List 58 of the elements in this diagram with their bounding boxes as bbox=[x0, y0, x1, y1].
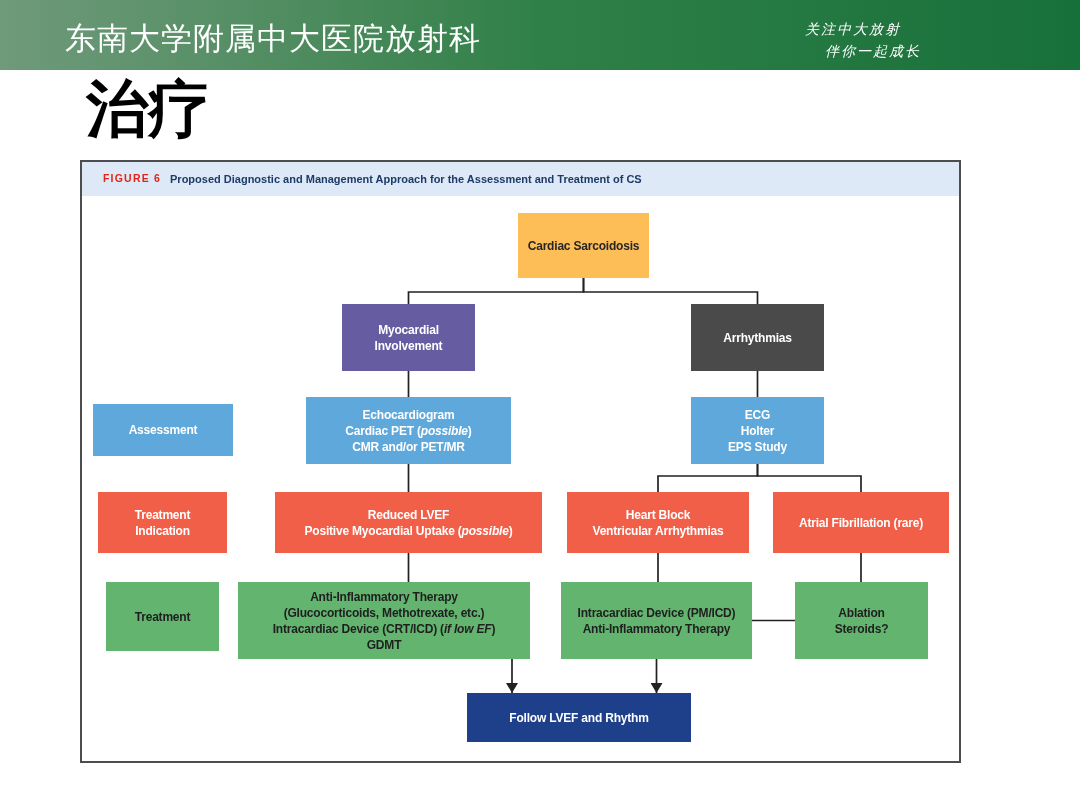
node-text: EPS Study bbox=[728, 438, 787, 455]
node-text: Ventricular Arrhythmias bbox=[592, 522, 724, 539]
node-text: (Glucocorticoids, Methotrexate, etc.) bbox=[283, 604, 485, 621]
connector-line bbox=[860, 552, 862, 583]
node-text: Reduced LVEF bbox=[367, 506, 450, 523]
slogan-text: 关注中大放射 bbox=[805, 22, 901, 36]
node-text: Assessment bbox=[128, 422, 198, 438]
node-text: Anti-Inflammatory Therapy bbox=[582, 620, 731, 637]
connector-line bbox=[751, 619, 796, 622]
figure-number: FIGURE 6 bbox=[103, 171, 162, 187]
node-text: Myocardial Involvement bbox=[373, 321, 444, 354]
figure-title: Proposed Diagnostic and Management Approach for the Assessment and Treatment of CS bbox=[170, 171, 642, 187]
node-text: Intracardiac Device (PM/ICD) bbox=[577, 604, 736, 621]
start-box bbox=[518, 213, 649, 278]
connector-line bbox=[407, 370, 410, 398]
assessment-box bbox=[306, 397, 511, 464]
node-text: CMR and/or PET/MR bbox=[352, 438, 465, 455]
indication-box bbox=[773, 492, 949, 553]
indication-box bbox=[275, 492, 542, 553]
node-text: Echocardiogram bbox=[362, 406, 455, 423]
assessment-box bbox=[691, 397, 824, 464]
arrow bbox=[506, 658, 518, 694]
row-label-box bbox=[93, 404, 233, 456]
node-text: Heart Block bbox=[625, 506, 691, 523]
indication-box bbox=[567, 492, 749, 553]
slide-title: 治疗 bbox=[86, 78, 210, 140]
category-box bbox=[691, 304, 824, 371]
node-text: Cardiac Sarcoidosis bbox=[527, 237, 640, 254]
node-text: Cardiac PET (possible) bbox=[345, 422, 472, 439]
node-text: Treatment bbox=[134, 608, 191, 625]
node-text: Atrial Fibrillation (rare) bbox=[798, 514, 924, 531]
connector-line bbox=[407, 552, 410, 583]
node-text: Intracardiac Device (CRT/ICD) (if low EF) bbox=[272, 620, 496, 637]
row-label-box bbox=[98, 492, 227, 553]
treatment-box bbox=[238, 582, 530, 659]
connector-line bbox=[582, 277, 759, 305]
node-text: Positive Myocardial Uptake (possible) bbox=[304, 522, 513, 539]
connector-line bbox=[756, 463, 862, 493]
arrow bbox=[650, 658, 663, 694]
node-text: Arrhythmias bbox=[723, 329, 792, 346]
slogan-text: 伴你一起成长 bbox=[825, 44, 921, 58]
row-label-box bbox=[106, 582, 219, 651]
node-text: Holter bbox=[740, 422, 775, 439]
department-name: 东南大学附属中大医院放射科 bbox=[65, 23, 481, 54]
node-text: Ablation bbox=[838, 604, 885, 621]
connector-line bbox=[407, 463, 410, 493]
node-text: Anti-Inflammatory Therapy bbox=[310, 588, 458, 605]
node-text: Follow LVEF and Rhythm bbox=[509, 709, 649, 726]
outcome-box bbox=[467, 693, 691, 742]
node-text: Treatment Indication bbox=[133, 506, 192, 539]
node-text: GDMT bbox=[366, 636, 402, 653]
category-box bbox=[342, 304, 475, 371]
node-text: ECG bbox=[744, 406, 771, 423]
node-text: Steroids? bbox=[834, 620, 889, 637]
treatment-box bbox=[795, 582, 928, 659]
connector-line bbox=[657, 552, 659, 583]
treatment-box bbox=[561, 582, 752, 659]
connector-line bbox=[756, 370, 759, 398]
